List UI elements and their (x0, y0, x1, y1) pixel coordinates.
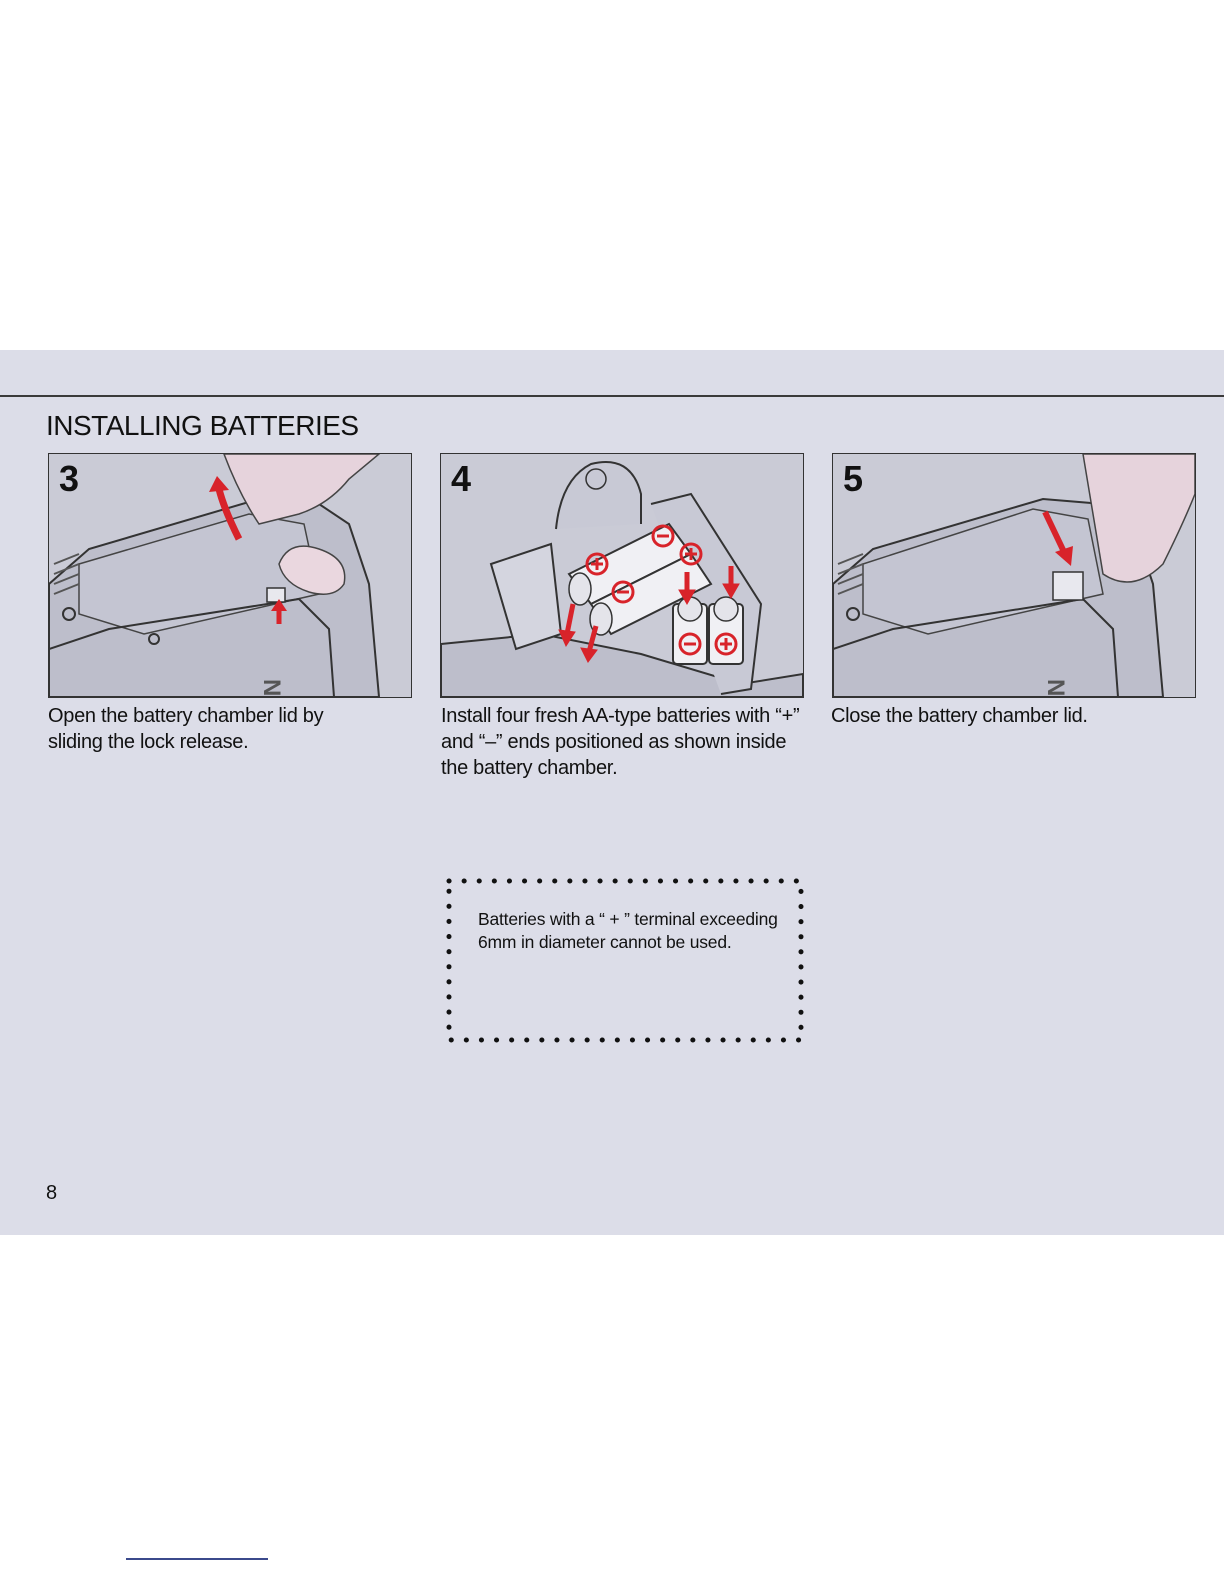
caution-note-box: Batteries with a “ + ” terminal exceedin… (446, 878, 804, 1043)
page-number: 8 (46, 1182, 57, 1205)
top-rule (0, 395, 1224, 397)
svg-text:Ni: Ni (1042, 679, 1069, 697)
step-3-number: 3 (59, 458, 79, 500)
step-3-illustration: Ni 3 (48, 453, 412, 698)
battery-insertion-illustration (441, 454, 803, 697)
caution-note-text: Batteries with a “ + ” terminal exceedin… (478, 908, 778, 954)
svg-text:Ni: Ni (258, 679, 285, 697)
camera-lid-illustration: Ni (49, 454, 411, 697)
step-4-illustration: 4 (440, 453, 804, 698)
step-3-caption: Open the battery chamber lid by sliding … (48, 703, 378, 755)
manual-page: ​ INSTALLING BATTERIES Ni 3 (0, 350, 1224, 1235)
step-5-number: 5 (843, 458, 863, 500)
step-4-caption: Install four fresh AA-type batteries wit… (441, 703, 803, 781)
step-5-caption: Close the battery chamber lid. (831, 703, 1201, 729)
step-5-illustration: Ni 5 (832, 453, 1196, 698)
closed-lid-illustration: Ni (833, 454, 1195, 697)
step-4-number: 4 (451, 458, 471, 500)
dotted-border (446, 878, 804, 1043)
footer-underline (126, 1558, 268, 1560)
section-title: INSTALLING BATTERIES (46, 410, 359, 442)
